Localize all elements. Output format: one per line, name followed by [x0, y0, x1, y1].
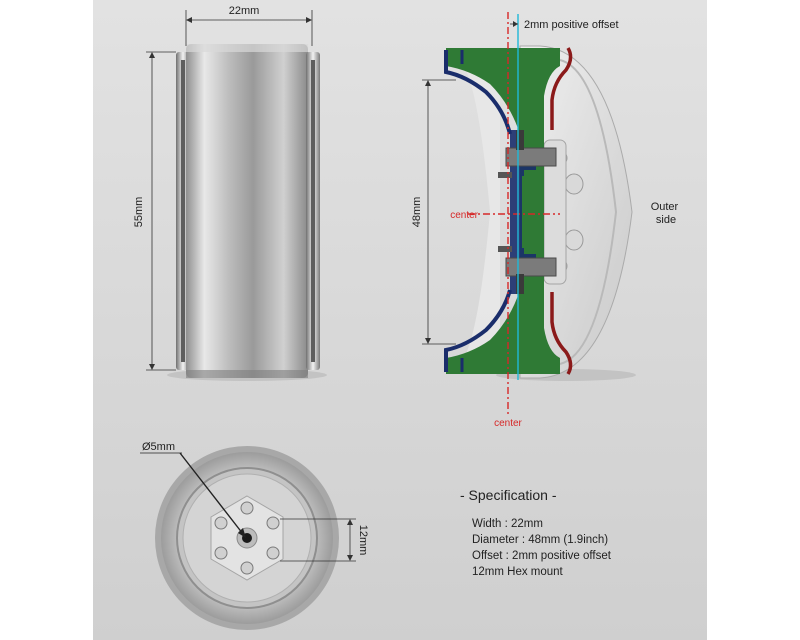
offset-label: 2mm positive offset: [524, 19, 619, 31]
specification-block: - Specification - Width : 22mm Diameter …: [460, 487, 612, 578]
center-label-bottom: center: [494, 418, 522, 429]
wheel-side-view: [167, 44, 327, 381]
width-label: 22mm: [229, 5, 260, 17]
bore-dimension: Ø5mm: [140, 441, 246, 538]
spec-line-mount: 12mm Hex mount: [472, 566, 564, 578]
wheel-cross-section: [444, 45, 636, 381]
spec-line-diameter: Diameter : 48mm (1.9inch): [472, 534, 608, 546]
outer-side-label: Outer side: [651, 201, 682, 226]
spec-title: - Specification -: [460, 487, 557, 503]
hex-label: 12mm: [357, 525, 369, 556]
inner-diameter-label: 48mm: [411, 197, 423, 228]
spec-line-offset: Offset : 2mm positive offset: [472, 550, 612, 562]
wheel-front-view: [155, 446, 339, 630]
width-dimension: 22mm: [185, 5, 313, 46]
height-label: 55mm: [133, 197, 145, 228]
offset-lines: 2mm positive offset center center: [450, 12, 619, 429]
hub-green-section: [446, 48, 560, 374]
bore-label: Ø5mm: [142, 441, 175, 453]
center-label-side: center: [450, 210, 478, 221]
height-dimension: 55mm: [133, 51, 176, 371]
hex-dimension: 12mm: [280, 518, 369, 562]
inner-diameter-dimension: 48mm: [411, 79, 456, 345]
spec-line-width: Width : 22mm: [472, 518, 543, 530]
